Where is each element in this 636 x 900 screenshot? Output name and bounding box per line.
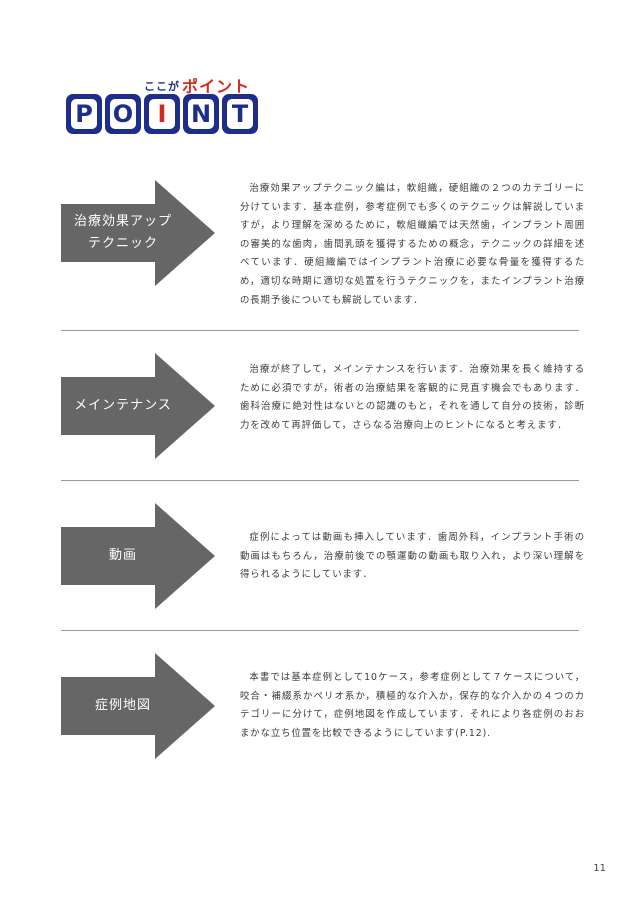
section-body-text: 症例によっては動画も挿入しています．歯周外科，インプラント手術の動画はもちろん，… (240, 532, 585, 581)
point-logo: ここが ポイント P O I N T (66, 76, 278, 146)
page-number: 11 (593, 863, 606, 874)
logo-letter: P (71, 99, 97, 129)
section-technique: 治療効果アップ テクニック 治療効果アップテクニック編は，軟組織，硬組織の２つの… (61, 180, 584, 310)
logo-tile-t: T (222, 94, 258, 134)
logo-letter: T (227, 99, 253, 129)
section-arrow: 治療効果アップ テクニック (61, 180, 215, 286)
section-body-text: 本書では基本症例として10ケース，参考症例として７ケースについて，咬合・補綴系か… (240, 672, 585, 739)
logo-tagline-small: ここが (144, 80, 180, 93)
arrow-shape-icon (61, 180, 215, 286)
logo-letter: I (149, 99, 175, 129)
logo-tile-i: I (144, 94, 180, 134)
section-label: 症例地図 (94, 698, 151, 713)
logo-tile-p: P (66, 94, 102, 134)
section-divider (61, 330, 579, 331)
section-maintenance: メインテナンス 治療が終了して，メインテナンスを行います．治療効果を長く維持する… (61, 353, 584, 463)
logo-tagline: ここが ポイント (144, 76, 250, 98)
section-body-text: 治療が終了して，メインテナンスを行います．治療効果を長く維持するために必須ですが… (240, 364, 585, 431)
logo-tile-n: N (183, 94, 219, 134)
logo-letter: N (188, 99, 214, 129)
logo-letter: O (110, 99, 136, 129)
section-label: 動画 (108, 548, 137, 563)
section-case-map: 症例地図 本書では基本症例として10ケース，参考症例として７ケースについて，咬合… (61, 653, 584, 763)
logo-tiles: P O I N T (66, 94, 261, 134)
logo-tagline-big: ポイント (182, 77, 251, 96)
section-body-text: 治療効果アップテクニック編は，軟組織，硬組織の２つのカテゴリーに分けています．基… (240, 183, 585, 306)
section-arrow: 動画 (61, 503, 215, 609)
section-label: メインテナンス (74, 398, 172, 413)
logo-tile-o: O (105, 94, 141, 134)
section-divider (61, 630, 579, 631)
section-arrow: メインテナンス (61, 353, 215, 459)
section-divider (61, 480, 579, 481)
arrow-shape-icon (61, 503, 215, 609)
section-arrow: 症例地図 (61, 653, 215, 759)
arrow-shape-icon (61, 353, 215, 459)
section-video: 動画 症例によっては動画も挿入しています．歯周外科，インプラント手術の動画はもち… (61, 503, 584, 613)
arrow-shape-icon (61, 653, 215, 759)
section-label: 治療効果アップ テクニック (73, 214, 172, 251)
